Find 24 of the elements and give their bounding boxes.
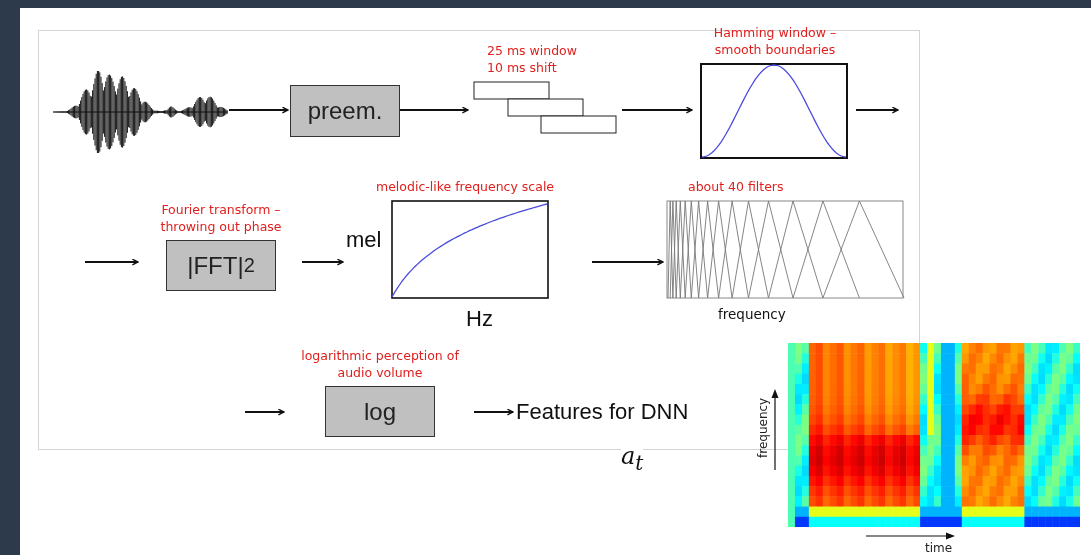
axis-label: Hz xyxy=(466,307,493,330)
arrow xyxy=(591,258,664,266)
process-box: log xyxy=(325,386,435,437)
process-box: preem. xyxy=(290,85,400,137)
axis-label: frequency xyxy=(757,397,769,458)
axis-label: mel xyxy=(346,228,382,251)
axis-label: time xyxy=(925,542,953,554)
waveform-drawing xyxy=(53,71,228,153)
annotation-text: Fourier transform – throwing out phase xyxy=(159,202,283,236)
annotation-text: Hamming window – smooth boundaries xyxy=(712,25,838,59)
arrow xyxy=(855,106,899,114)
arrow xyxy=(244,408,285,416)
arrow xyxy=(228,106,289,114)
arrow xyxy=(301,258,344,266)
annotation-text: logarithmic perception of audio volume xyxy=(300,348,460,382)
arrow xyxy=(473,408,514,416)
arrow xyxy=(621,106,693,114)
axis-label: frequency xyxy=(718,307,786,322)
arrow xyxy=(399,106,469,114)
annotation-text: 25 ms window 10 ms shift xyxy=(487,43,578,77)
output-label: Features for DNN xyxy=(516,401,689,423)
arrow xyxy=(84,258,139,266)
annotation-text: about 40 filters xyxy=(688,179,784,196)
annotation-text: melodic-like frequency scale xyxy=(376,179,555,196)
